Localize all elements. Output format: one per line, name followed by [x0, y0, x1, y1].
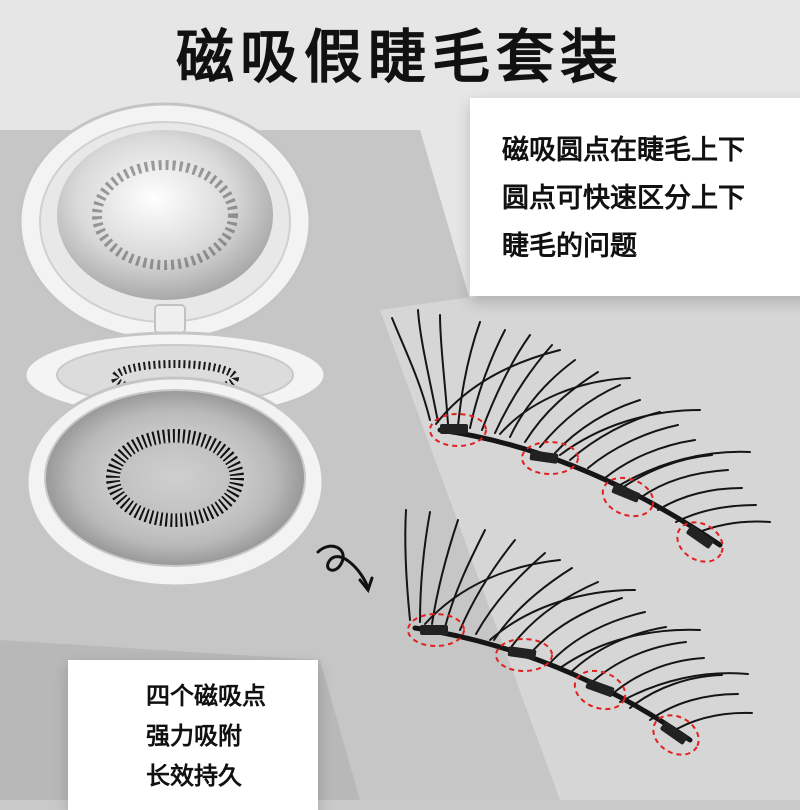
feature-line-2: 圆点可快速区分上下	[502, 183, 745, 214]
benefit-line-2: 强力吸附	[146, 722, 242, 750]
feature-line-1: 磁吸圆点在睫毛上下	[502, 135, 745, 166]
case-base	[25, 376, 325, 588]
benefit-line-1: 四个磁吸点	[146, 682, 266, 710]
highlight-circles-upper	[429, 413, 724, 563]
benefit-card: 四个磁吸点 强力吸附 长效持久	[68, 660, 318, 810]
lash-magnets-lower	[420, 625, 688, 745]
page-title: 磁吸假睫毛套装	[175, 23, 624, 91]
benefit-line-3: 长效持久	[146, 762, 242, 790]
case-lid	[18, 102, 312, 342]
lash-magnets-upper	[440, 424, 714, 549]
feature-card: 磁吸圆点在睫毛上下 圆点可快速区分上下 睫毛的问题	[470, 98, 800, 296]
highlight-circles-lower	[407, 613, 700, 756]
lash-strip-upper	[391, 309, 771, 548]
curly-arrow-icon	[316, 544, 374, 594]
lash-strip-lower	[404, 509, 753, 743]
feature-line-3: 睫毛的问题	[502, 231, 637, 262]
